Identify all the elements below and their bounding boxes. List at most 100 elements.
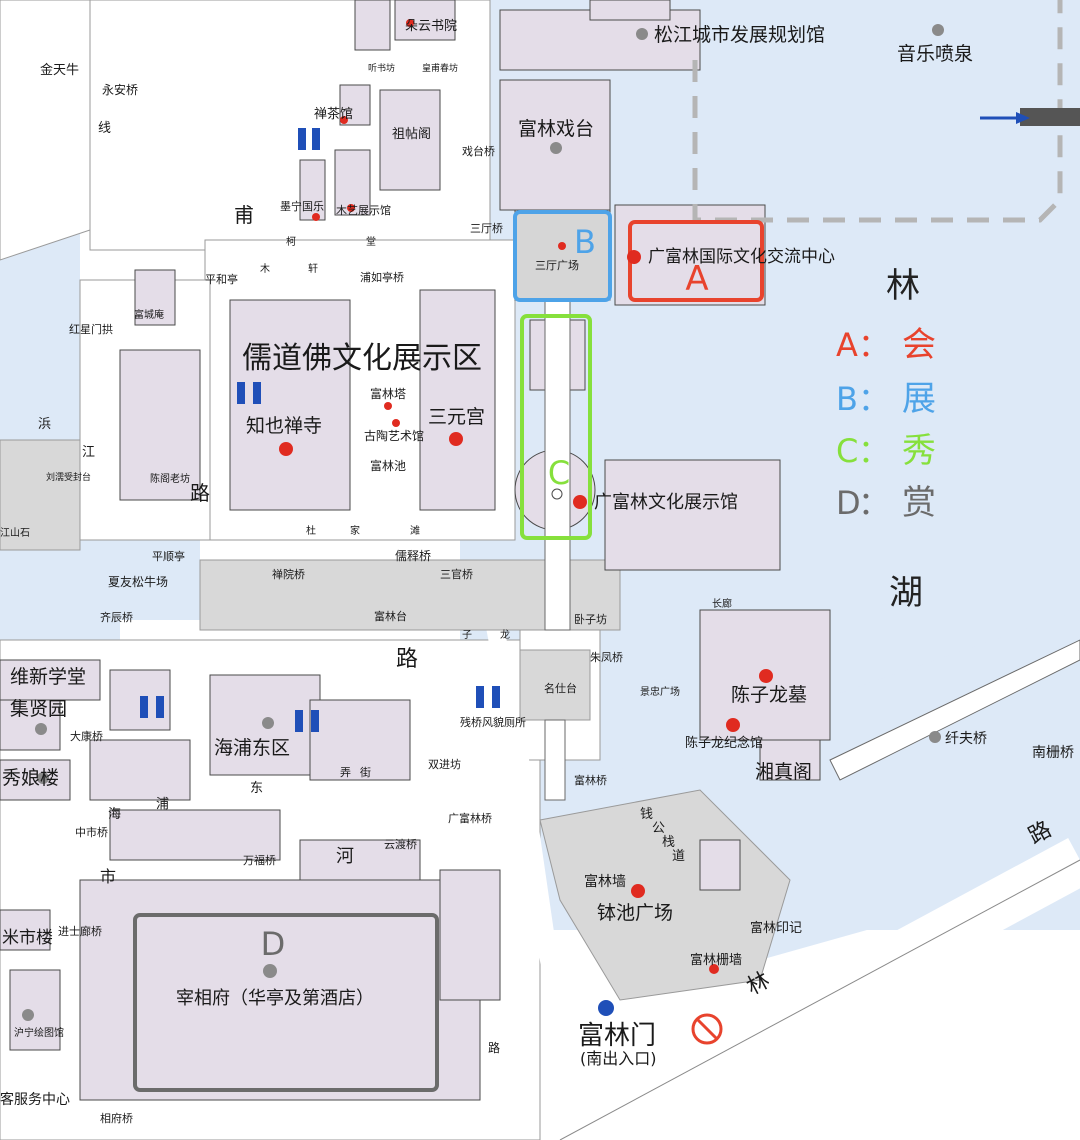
road-long: 龙	[500, 628, 510, 641]
label-canqiao-toilet: 残桥风貌厕所	[460, 715, 526, 729]
label-wanfu-bridge: 万福桥	[243, 853, 276, 867]
legend-a-label: 会	[902, 325, 936, 365]
label-music-fountain: 音乐喷泉	[897, 43, 973, 65]
label-mingshi-platform: 名仕台	[544, 681, 577, 695]
road-lu2: 路	[396, 647, 418, 672]
zone-c-box	[520, 314, 592, 540]
road-shi: 市	[100, 867, 116, 886]
label-xiuniang-tower: 秀娘楼	[2, 767, 59, 789]
label-yinshu-fang: 听书坊	[368, 62, 395, 74]
label-chan-tea: 禅茶馆	[314, 106, 353, 122]
zone-b-label: B	[574, 223, 596, 261]
road-jiang: 江	[82, 445, 95, 460]
label-wolong-fang: 卧子坊	[574, 612, 607, 626]
label-chenxiang-terrace: 陈阁老坊	[150, 472, 190, 485]
label-zaixiang-mansion: 宰相府（华亭及第酒店）	[176, 988, 374, 1009]
road-jie: 街	[360, 765, 371, 779]
restroom-icon-2	[237, 382, 261, 404]
label-sanguan-bridge: 三官桥	[440, 567, 473, 581]
road-zi: 子	[462, 629, 472, 641]
legend-heading-hu: 湖	[889, 573, 923, 613]
label-guangfulin-bridge: 广富林桥	[448, 811, 492, 825]
roads	[481, 598, 1080, 1140]
label-huning-painting: 沪宁绘图馆	[14, 1026, 64, 1039]
zutie-pavilion	[379, 89, 441, 191]
label-fulin-platform: 富林台	[374, 609, 407, 623]
label-fulin-seal: 富林印记	[750, 920, 802, 936]
label-planning-hall: 松江城市发展规划馆	[654, 24, 825, 46]
label-fulin-gate: 富林门	[578, 1021, 656, 1051]
road-labels: 甫 路 路 路 河 市 海 浦 东 弄 街 浜 江 线 柯 堂 木 轩 杜 家 …	[38, 121, 510, 1055]
label-chanyuan-bridge: 禅院桥	[272, 567, 305, 581]
legend-b-sep: ：	[858, 380, 890, 418]
label-fulin-wall: 富林墙	[584, 873, 626, 890]
label-fulin-bridge: 富林桥	[574, 773, 607, 787]
label-jingzhong-square: 景忠广场	[640, 685, 680, 698]
road-lu1: 路	[190, 481, 210, 505]
road-fu: 甫	[234, 203, 254, 227]
road-dong: 东	[250, 781, 263, 796]
label-jiangshan-stone: 江山石	[0, 527, 30, 539]
restroom-icon-1	[298, 128, 320, 150]
label-liuxie-platform: 刘濡受封台	[46, 471, 91, 483]
road-tan: 滩	[410, 524, 420, 537]
label-xiangzhen-pavilion: 湘真阁	[755, 761, 812, 783]
road-ke: 柯	[286, 235, 296, 248]
label-zutie-pavilion: 祖帖阁	[392, 127, 431, 142]
legend-c-sep: ：	[858, 432, 890, 470]
zone-d-box	[133, 913, 439, 1092]
road-lu3: 路	[488, 1040, 500, 1055]
road-tang: 堂	[366, 236, 376, 248]
label-bochi-square: 钵池广场	[597, 902, 673, 924]
label-service-center: 客服务中心	[0, 1091, 70, 1108]
west-plaza	[0, 439, 81, 551]
label-xitai-bridge: 戏台桥	[462, 144, 495, 158]
label-ancient-pottery: 古陶艺术馆	[364, 428, 424, 443]
label-art-hall: 木艺展示馆	[336, 203, 391, 217]
label-culture-hall: 广富林文化展示馆	[594, 492, 738, 513]
label-zhongshi-bridge: 中市桥	[75, 825, 108, 839]
road-xian: 线	[98, 121, 111, 136]
zone-d-label: D	[261, 925, 286, 963]
legend-c-key: C	[836, 432, 858, 470]
legend-d-label: 赏	[902, 483, 936, 523]
label-pinghe-pavilion: 平和亭	[205, 272, 238, 286]
label-moning-music: 墨宁国乐	[280, 199, 324, 213]
road-xuan: 轩	[308, 262, 318, 275]
label-shuangjin-fang: 双进坊	[428, 757, 461, 771]
label-zhufeng-bridge: 朱凤桥	[590, 651, 623, 664]
road-hai: 海	[108, 807, 121, 822]
label-fucheng-nunnery: 富城庵	[134, 308, 164, 321]
label-confucian-zone: 儒道佛文化展示区	[242, 341, 482, 376]
label-qian: 钱	[640, 807, 653, 822]
label-puruting-bridge: 浦如亭桥	[360, 270, 404, 284]
restroom-icon-5	[476, 686, 500, 708]
label-fulin-fence: 富林栅墙	[690, 952, 742, 968]
label-santing-bridge: 三厅桥	[470, 222, 503, 235]
road-bang: 浜	[38, 417, 51, 432]
buildings	[0, 0, 831, 1101]
label-chenzilong-memorial: 陈子龙纪念馆	[685, 735, 763, 751]
poi-dots	[22, 19, 944, 1021]
legend-d-key: D	[836, 484, 861, 522]
restroom-icon-3	[140, 696, 164, 718]
label-dakang-bridge: 大康桥	[70, 729, 103, 743]
label-haipu-east: 海浦东区	[214, 737, 290, 759]
zone-b-box	[513, 210, 612, 302]
label-nanzha-bridge: 南栅桥	[1032, 745, 1074, 761]
label-rushi-bridge: 儒释桥	[395, 549, 431, 563]
label-gong: 公	[652, 821, 665, 836]
label-intl-center: 广富林国际文化交流中心	[648, 247, 835, 267]
label-santing-square: 三厅广场	[535, 258, 579, 272]
label-fulin-pond: 富林池	[370, 458, 406, 473]
label-fulin-tower: 富林塔	[370, 386, 406, 401]
road-pu: 浦	[156, 797, 169, 812]
dashed-boundary	[692, 0, 1063, 223]
label-jintianniu: 金天牛	[40, 62, 79, 78]
legend-c-label: 秀	[902, 431, 936, 471]
label-fulin-gate-sub: (南出入口)	[580, 1049, 657, 1068]
label-qianfu-bridge: 纤夫桥	[945, 731, 987, 747]
label-mishi-tower: 米市楼	[2, 928, 53, 948]
legend-b-key: B	[836, 380, 858, 418]
